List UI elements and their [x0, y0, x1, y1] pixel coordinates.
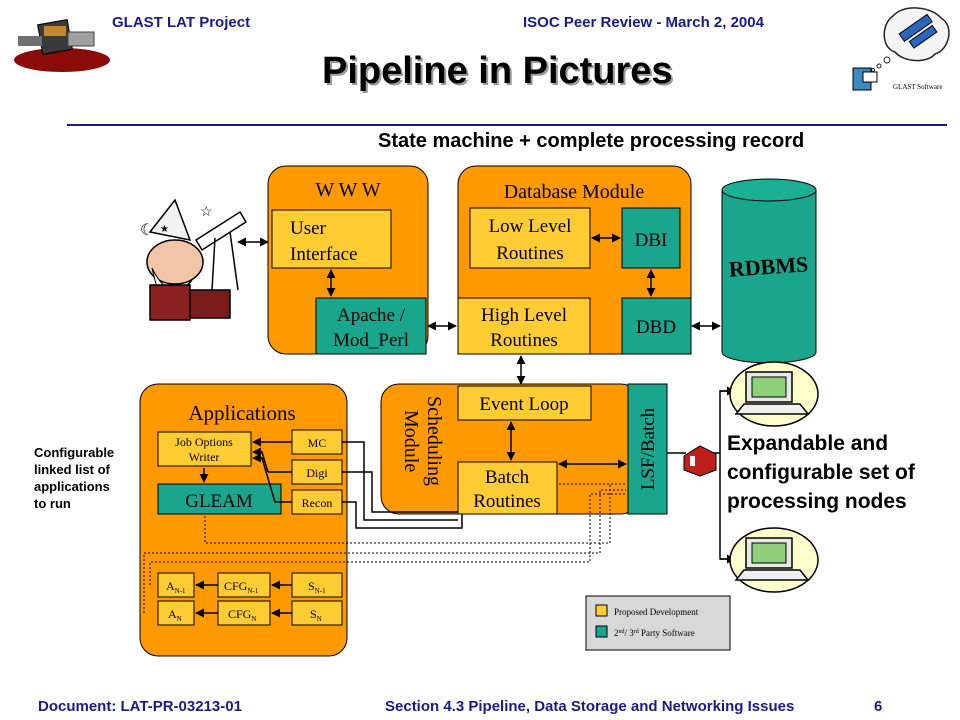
digi-box: [291, 459, 343, 485]
project-name: GLAST LAT Project: [112, 14, 251, 31]
svg-text:★: ★: [160, 224, 169, 235]
s-n-sub: N: [317, 615, 322, 623]
processing-node-computer-1: [729, 361, 819, 427]
legend-proposed-swatch: [595, 604, 608, 617]
job-options-writer-box: [157, 431, 252, 467]
high-level-routines-box: [457, 297, 591, 355]
glast-satellite-logo: [14, 19, 110, 72]
user-interface-line1: User: [290, 218, 327, 239]
low-level-line1: Low Level: [489, 216, 572, 237]
footer-page-number: 6: [874, 698, 883, 715]
processing-node-computer-2: [729, 527, 819, 593]
svg-text:AN: AN: [168, 607, 182, 623]
app-n-box: [157, 600, 195, 626]
network-hub-icon: [683, 445, 717, 477]
app-n-minus-1-box: [157, 572, 195, 598]
review-date: ISOC Peer Review - March 2, 2004: [523, 14, 764, 31]
app-n-sub: N: [177, 615, 182, 623]
cfg-n-minus-1-box: [217, 572, 271, 598]
subtitle: State machine + complete processing reco…: [378, 130, 805, 152]
recon-label: Recon: [302, 496, 333, 510]
scheduling-title-line1: Scheduling: [423, 396, 445, 486]
glast-software-label: GLAST Software: [893, 83, 942, 91]
gleam-label: GLEAM: [185, 491, 253, 512]
dbi-label: DBI: [635, 230, 668, 251]
svg-text:CFGN-1: CFGN-1: [224, 579, 259, 595]
apache-line2: Mod_Perl: [333, 330, 409, 351]
high-level-line1: High Level: [481, 305, 567, 326]
connectors: [195, 233, 736, 618]
cfg-n-box: [217, 600, 271, 626]
s-n-label: S: [310, 607, 317, 621]
event-loop-box: [457, 385, 592, 421]
apache-box: [315, 297, 427, 355]
apache-line1: Apache /: [337, 305, 406, 326]
lsf-batch-box: [627, 383, 668, 515]
svg-text:CFGN: CFGN: [228, 607, 256, 623]
batch-line1: Batch: [485, 467, 530, 488]
www-title: W W W: [315, 179, 380, 201]
page-title: Pipeline in Pictures: [322, 50, 673, 92]
job-options-line2: Writer: [189, 450, 220, 464]
app-n-minus-1-sub: N-1: [175, 587, 186, 595]
wizard-telescope-illustration: ☆ ☾ ★: [140, 198, 248, 321]
legend-proposed-label: Proposed Development: [614, 607, 699, 617]
legend-third-party-swatch: [595, 625, 608, 638]
legend-third-party-label: 2nd/ 3rd Party Software: [614, 628, 695, 638]
applications-note: Configurable linked list of applications…: [34, 445, 115, 511]
applications-title: Applications: [188, 401, 295, 425]
app-n-minus-1-label: A: [166, 579, 175, 593]
digi-label: Digi: [306, 466, 328, 480]
cfg-n-minus-1-label: CFG: [224, 579, 248, 593]
app-n-label: A: [168, 607, 177, 621]
footer-section: Section 4.3 Pipeline, Data Storage and N…: [385, 698, 795, 715]
job-options-line1: Job Options: [175, 435, 233, 449]
batch-line2: Routines: [473, 491, 541, 512]
rdbms-cylinder: RDBMS: [721, 178, 817, 364]
cfg-n-minus-1-sub: N-1: [247, 587, 258, 595]
high-level-line2: Routines: [490, 330, 558, 351]
dotted-connectors: [143, 483, 626, 613]
low-level-line2: Routines: [496, 243, 564, 264]
event-loop-label: Event Loop: [479, 394, 568, 415]
dbi-box: [621, 207, 681, 269]
cfg-n-label: CFG: [228, 607, 252, 621]
legend: Proposed Development 2nd/ 3rd Party Soft…: [585, 595, 731, 651]
batch-routines-box: [457, 461, 558, 515]
footer-document: Document: LAT-PR-03213-01: [38, 698, 242, 715]
rdbms-label: RDBMS: [728, 251, 809, 281]
title-rule: [67, 124, 947, 126]
mc-label: MC: [308, 436, 327, 450]
cfg-n-sub: N: [251, 615, 256, 623]
svg-text:☾: ☾: [140, 222, 154, 239]
scheduling-title-line2: Module: [400, 410, 422, 472]
svg-text:SN-1: SN-1: [308, 579, 326, 595]
svg-text:☆: ☆: [200, 205, 213, 220]
s-n-minus-1-box: [291, 572, 343, 598]
low-level-routines-box: [469, 207, 591, 269]
dbd-box: [621, 297, 692, 355]
user-interface-box: [271, 209, 392, 269]
database-title: Database Module: [504, 181, 645, 203]
s-n-minus-1-label: S: [308, 579, 315, 593]
svg-text:AN-1: AN-1: [166, 579, 186, 595]
s-n-minus-1-sub: N-1: [315, 587, 326, 595]
processing-nodes-note: Expandable and configurable set of proce…: [727, 432, 915, 513]
dbd-label: DBD: [636, 317, 676, 338]
gleam-box: [157, 483, 282, 515]
glast-software-logo: GLAST Software: [852, 7, 950, 91]
mc-box: [291, 429, 343, 455]
user-interface-line2: Interface: [290, 244, 358, 265]
svg-text:SN: SN: [310, 607, 322, 623]
lsf-batch-label: LSF/Batch: [638, 407, 659, 490]
